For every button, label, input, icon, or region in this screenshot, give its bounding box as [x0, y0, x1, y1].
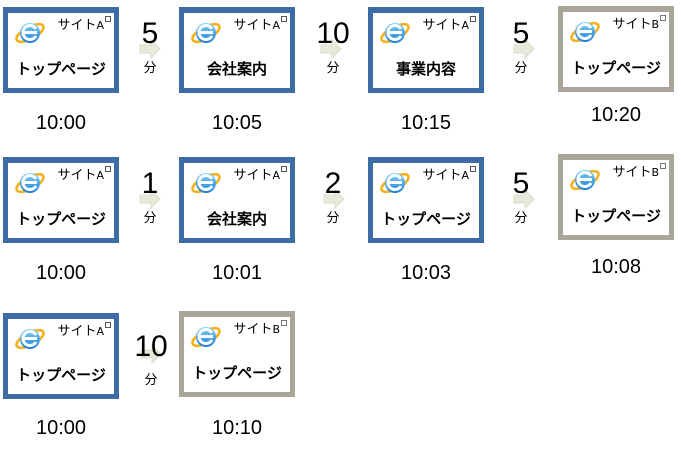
window-corner-icon [281, 166, 287, 172]
page-window: サイトB トップページ [558, 154, 674, 240]
page-name: トップページ [571, 207, 661, 225]
sequence-row-2: サイトA トップページ 10:00 1 分 サイトA 会社案内 10:01 2 … [0, 150, 681, 300]
site-name: サイトB [233, 322, 280, 337]
page-window: サイトA トップページ [3, 157, 119, 243]
ie-icon [378, 15, 412, 49]
ie-icon [189, 15, 223, 49]
gap-unit: 分 [143, 61, 157, 76]
page-name: トップページ [16, 60, 106, 78]
visit-time: 10:00 [35, 262, 87, 284]
visit-time: 10:00 [35, 417, 87, 439]
window-corner-icon [281, 320, 287, 326]
site-name: サイトA [233, 168, 280, 183]
gap-unit: 分 [326, 211, 340, 226]
site-name: サイトA [233, 18, 280, 33]
ie-icon [13, 15, 47, 49]
arrow-right-icon [139, 38, 161, 60]
gap-value: 10 [316, 17, 350, 50]
site-name: サイトA [57, 324, 104, 339]
gap-unit: 分 [143, 211, 157, 226]
gap-unit: 分 [326, 61, 340, 76]
page-name: トップページ [192, 364, 282, 382]
visit-time: 10:00 [35, 112, 87, 134]
page-name: 事業内容 [395, 60, 456, 78]
ie-icon [13, 321, 47, 355]
page-name: 会社案内 [206, 210, 267, 228]
page-window: サイトA 会社案内 [179, 7, 295, 93]
visit-time: 10:15 [400, 112, 452, 134]
page-window: サイトA トップページ [368, 157, 484, 243]
page-window: サイトA トップページ [3, 7, 119, 93]
page-name: トップページ [571, 59, 661, 77]
ie-icon [378, 165, 412, 199]
page-name: 会社案内 [206, 60, 267, 78]
page-window: サイトB トップページ [179, 311, 295, 397]
visit-time: 10:20 [590, 104, 642, 126]
arrow-right-icon [513, 188, 535, 210]
page-window: サイトA トップページ [3, 313, 119, 399]
page-window: サイトA 事業内容 [368, 7, 484, 93]
site-name: サイトB [612, 17, 659, 32]
visit-time: 10:05 [211, 112, 263, 134]
ie-icon [189, 165, 223, 199]
window-corner-icon [105, 322, 111, 328]
window-corner-icon [105, 16, 111, 22]
window-corner-icon [660, 15, 666, 21]
ie-icon [568, 162, 602, 196]
site-name: サイトA [422, 168, 469, 183]
arrow-right-icon [323, 188, 345, 210]
sequence-row-1: サイトA トップページ 10:00 5 分 サイトA 会社案内 10:05 10… [0, 0, 681, 150]
page-name: トップページ [381, 210, 471, 228]
gap-value: 5 [141, 17, 159, 50]
window-corner-icon [105, 166, 111, 172]
ie-icon [13, 165, 47, 199]
gap-value: 5 [512, 17, 530, 50]
gap-unit: 分 [514, 61, 528, 76]
ie-icon [568, 14, 602, 48]
gap-value: 2 [324, 167, 342, 200]
visit-time: 10:10 [211, 417, 263, 439]
sequence-row-3: サイトA トップページ 10:00 10 分 サイトB トップページ 10:10 [0, 305, 681, 455]
arrow-right-icon [140, 343, 162, 365]
visit-time: 10:08 [590, 256, 642, 278]
site-name: サイトB [612, 165, 659, 180]
gap-unit: 分 [514, 211, 528, 226]
gap-value: 10 [134, 330, 168, 363]
visit-time: 10:01 [211, 262, 263, 284]
window-corner-icon [660, 163, 666, 169]
page-window: サイトA 会社案内 [179, 157, 295, 243]
window-corner-icon [470, 16, 476, 22]
site-name: サイトA [422, 18, 469, 33]
arrow-right-icon [139, 188, 161, 210]
window-corner-icon [470, 166, 476, 172]
page-name: トップページ [16, 210, 106, 228]
gap-unit: 分 [144, 373, 158, 388]
page-window: サイトB トップページ [558, 6, 674, 92]
visit-time: 10:03 [400, 262, 452, 284]
ie-icon [189, 319, 223, 353]
gap-value: 5 [512, 167, 530, 200]
site-name: サイトA [57, 18, 104, 33]
gap-value: 1 [141, 167, 159, 200]
window-corner-icon [281, 16, 287, 22]
arrow-right-icon [320, 38, 342, 60]
page-name: トップページ [16, 366, 106, 384]
site-name: サイトA [57, 168, 104, 183]
arrow-right-icon [513, 38, 535, 60]
